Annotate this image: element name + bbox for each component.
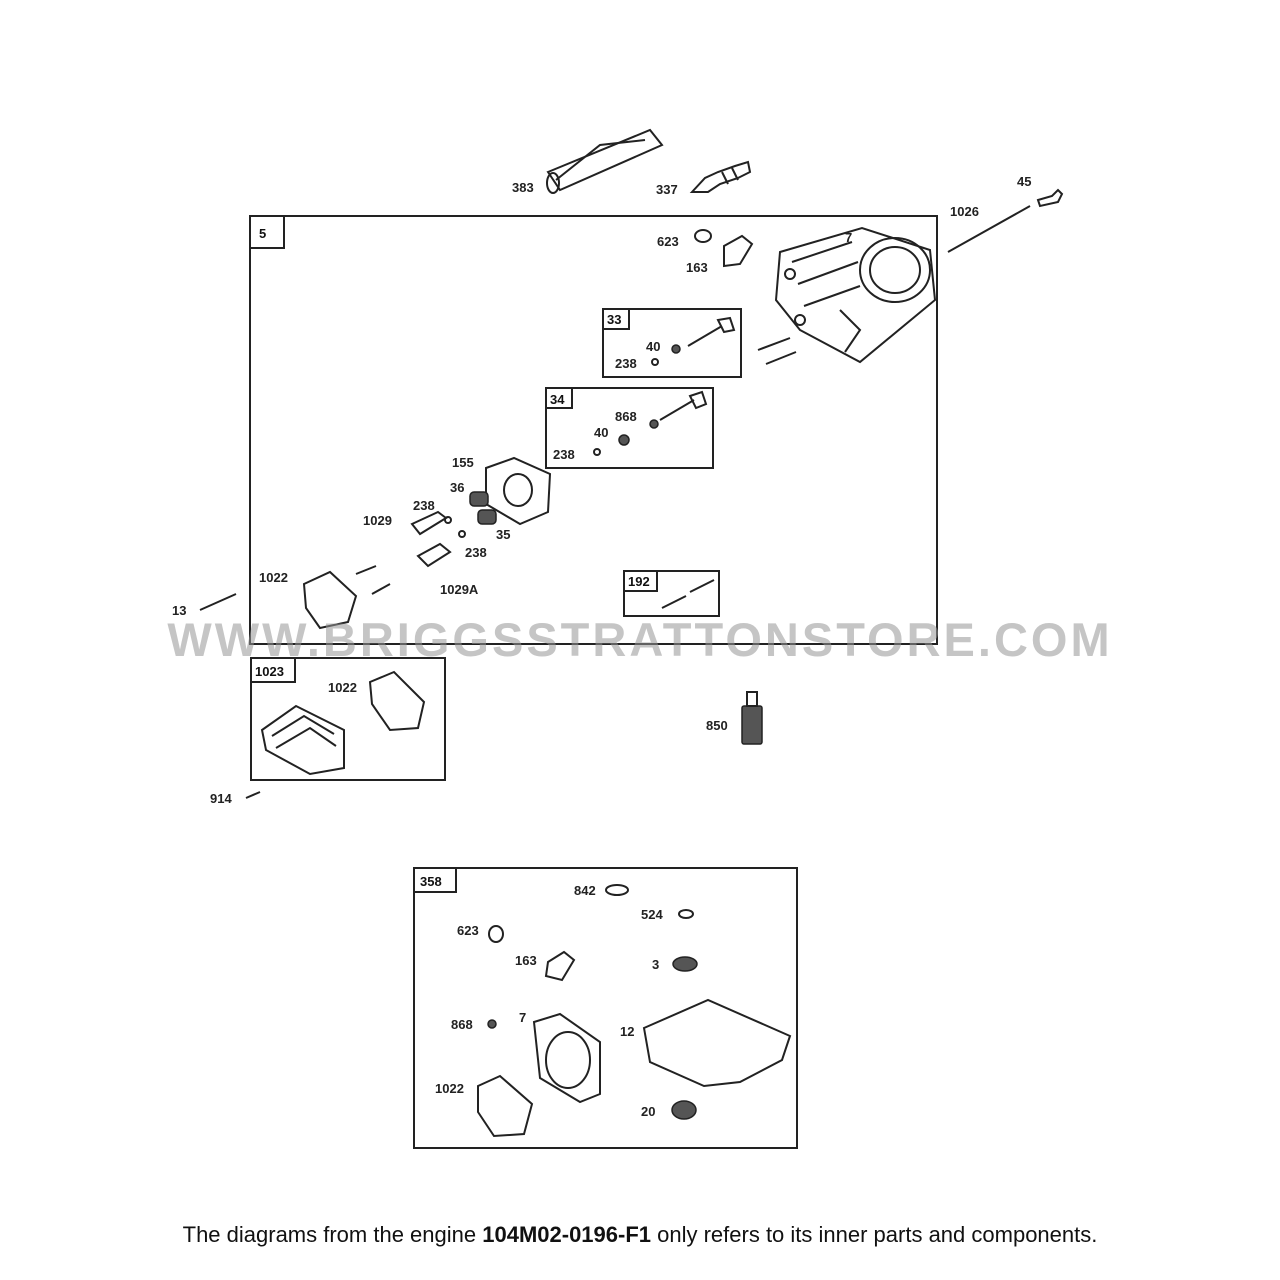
rocker-1029-drawing	[410, 510, 448, 536]
callout-1029a: 1029A	[440, 582, 479, 597]
valve-cover-drawing	[260, 704, 345, 776]
callout-238c: 238	[413, 498, 435, 513]
caption-model: 104M02-0196-F1	[482, 1222, 652, 1247]
callout-163: 163	[686, 260, 708, 275]
gasket-set-number: 358	[420, 874, 442, 889]
kit-524-drawing	[678, 909, 694, 919]
kit-163-drawing	[544, 950, 576, 982]
callout-kit-163: 163	[515, 953, 537, 968]
callout-35: 35	[496, 527, 510, 542]
gasket-set-frame	[413, 867, 798, 1149]
cylinder-head-drawing	[774, 226, 937, 364]
studs-drawing	[355, 565, 391, 595]
bolt-13-drawing	[199, 593, 237, 611]
valve-intake-tag	[545, 387, 573, 409]
kit-12-drawing	[642, 998, 792, 1088]
gasket-set-tag	[413, 867, 457, 893]
callout-623: 623	[657, 234, 679, 249]
spark-plug-drawing	[689, 160, 752, 193]
callout-1026: 1026	[950, 204, 979, 219]
callout-36: 36	[450, 480, 464, 495]
valve-intake-frame	[545, 387, 714, 469]
screw-914-drawing	[245, 791, 261, 799]
cover-kit-tag	[250, 657, 296, 683]
main-assembly-tag	[249, 215, 285, 249]
kit-868-drawing	[487, 1019, 497, 1029]
callout-kit-842: 842	[574, 883, 596, 898]
breather-frame	[623, 570, 720, 617]
kit-3-drawing	[672, 956, 698, 972]
cover-kit-frame	[250, 657, 446, 781]
callout-914: 914	[210, 791, 232, 806]
caption-prefix: The diagrams from the engine	[182, 1222, 483, 1247]
callout-868: 868	[615, 409, 637, 424]
valve-exhaust-frame	[602, 308, 742, 378]
callout-238a: 238	[615, 356, 637, 371]
head-bolt-drawing	[757, 337, 797, 365]
valve-exhaust-number: 33	[607, 312, 621, 327]
main-assembly-frame	[249, 215, 938, 645]
callout-kit-623: 623	[457, 923, 479, 938]
callout-40a: 40	[646, 339, 660, 354]
breather-number: 192	[628, 574, 650, 589]
callout-45: 45	[1017, 174, 1031, 189]
callout-7: 7	[845, 230, 852, 245]
callout-kit-20: 20	[641, 1104, 655, 1119]
callout-238b: 238	[553, 447, 575, 462]
kit-7-drawing	[532, 1012, 601, 1104]
kit-842-drawing	[605, 884, 629, 896]
callout-1022: 1022	[259, 570, 288, 585]
caption: The diagrams from the engine 104M02-0196…	[0, 1222, 1280, 1248]
rod-1026-drawing	[947, 205, 1031, 253]
callout-13: 13	[172, 603, 186, 618]
tool-383-drawing	[546, 128, 664, 194]
oring-623-drawing	[694, 229, 712, 243]
callout-kit-1022: 1022	[435, 1081, 464, 1096]
valve-exhaust-tag	[602, 308, 630, 330]
callout-383: 383	[512, 180, 534, 195]
cover-kit-number: 1023	[255, 664, 284, 679]
callout-850: 850	[706, 718, 728, 733]
fastener-45-drawing	[1036, 188, 1064, 208]
callout-155: 155	[452, 455, 474, 470]
callout-kit-3: 3	[652, 957, 659, 972]
callout-kit-12: 12	[620, 1024, 634, 1039]
kit-623-drawing	[488, 925, 504, 943]
gasket-163-drawing	[723, 234, 754, 268]
cover-gasket-1022-drawing	[368, 670, 426, 732]
callout-1029: 1029	[363, 513, 392, 528]
callout-kit-868: 868	[451, 1017, 473, 1032]
callout-40b: 40	[594, 425, 608, 440]
caption-suffix: only refers to its inner parts and compo…	[651, 1222, 1098, 1247]
main-assembly-number: 5	[259, 226, 266, 241]
watermark: WWW.BRIGGSSTRATTONSTORE.COM	[167, 613, 1113, 666]
valve-33-drawing	[651, 316, 736, 366]
kit-20-drawing	[671, 1100, 697, 1120]
callout-kit-524: 524	[641, 907, 663, 922]
breather-tag	[623, 570, 658, 592]
rocker-1029a-drawing	[416, 542, 452, 568]
callout-kit-7: 7	[519, 1010, 526, 1025]
gasket-1022-drawing	[302, 570, 358, 630]
sealant-850-drawing	[741, 691, 763, 745]
valve-springs-drawing	[444, 491, 497, 538]
callout-1022b: 1022	[328, 680, 357, 695]
valve-intake-number: 34	[550, 392, 565, 407]
valve-34-drawing	[593, 390, 708, 456]
breather-192-drawing	[661, 579, 715, 609]
kit-1022-drawing	[477, 1074, 534, 1138]
callout-238d: 238	[465, 545, 487, 560]
callout-337: 337	[656, 182, 678, 197]
